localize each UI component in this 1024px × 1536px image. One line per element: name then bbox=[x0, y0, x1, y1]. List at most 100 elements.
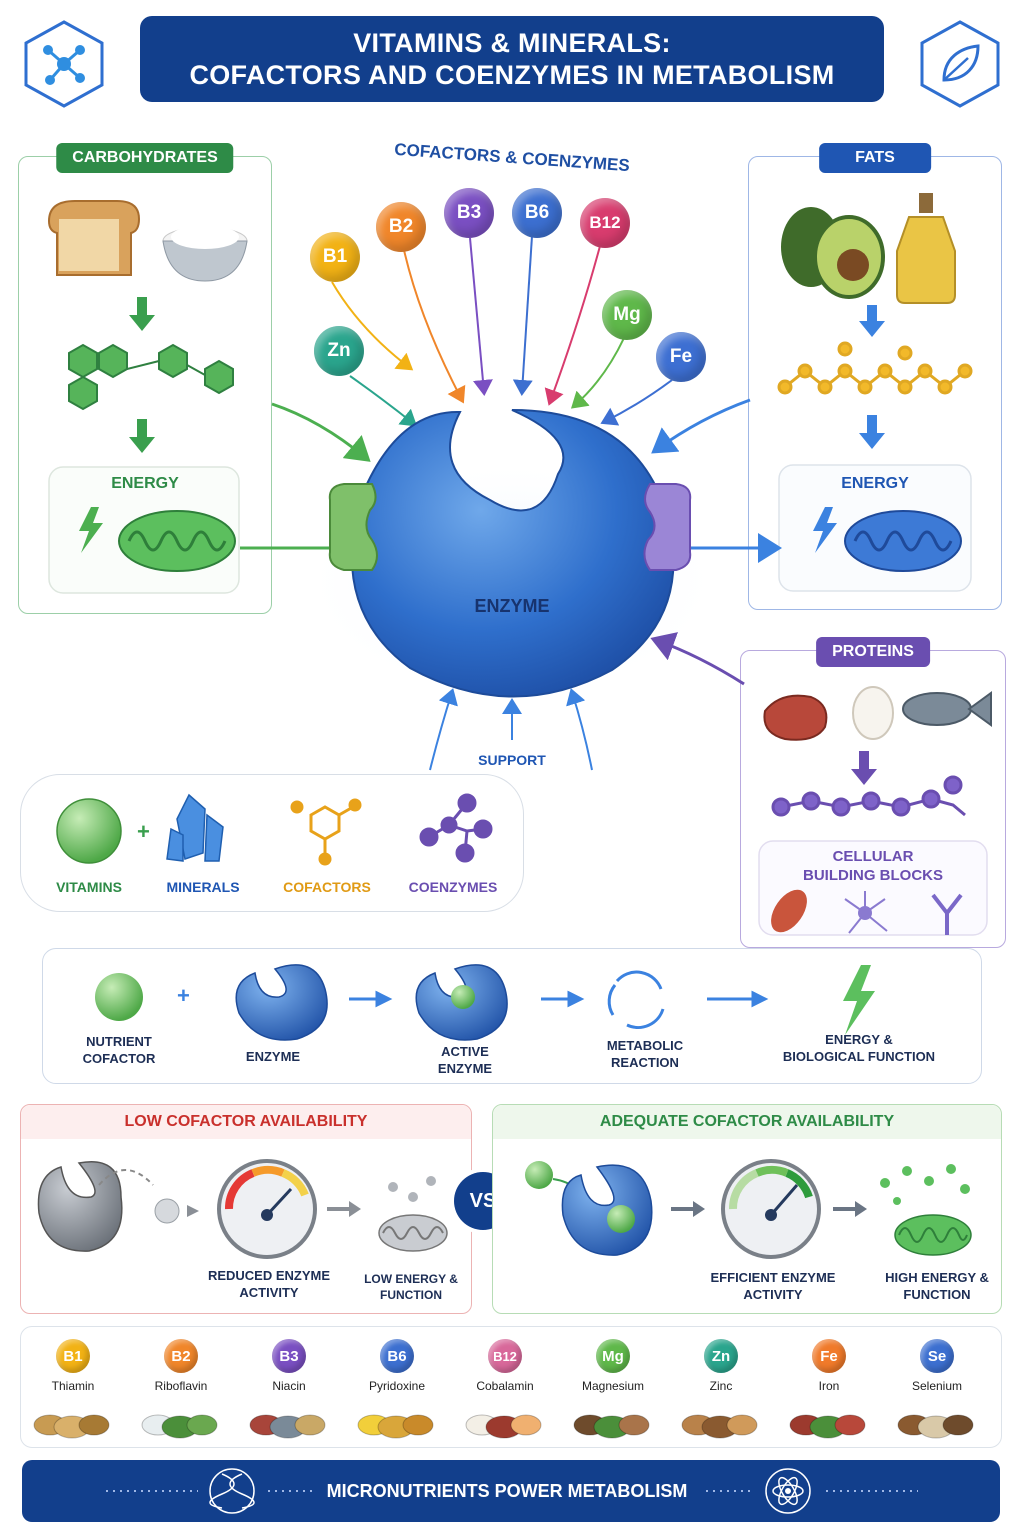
adequate-illustration bbox=[525, 1159, 972, 1259]
food-source-icon-pyridoxine bbox=[357, 1414, 434, 1439]
step5-line2: BIOLOGICAL FUNCTION bbox=[782, 1049, 936, 1064]
legend-minerals-label: MINERALS bbox=[166, 879, 240, 895]
flow-icons bbox=[95, 964, 875, 1041]
low-energy-line1: LOW ENERGY & bbox=[364, 1272, 458, 1286]
nutrient-badge-riboflavin: B2 bbox=[164, 1339, 198, 1373]
cellular-line-1: CELLULAR bbox=[832, 848, 914, 865]
nutrient-name-iron: Iron bbox=[818, 1379, 840, 1393]
footer-decor bbox=[106, 1468, 918, 1514]
low-energy-line2: FUNCTION bbox=[380, 1288, 442, 1302]
legend-cofactors-label: COFACTORS bbox=[283, 879, 371, 895]
legend-coenzymes-label: COENZYMES bbox=[408, 879, 498, 895]
low-gauge-icon bbox=[217, 1159, 317, 1259]
low-illustration bbox=[37, 1159, 448, 1259]
page-title: VITAMINS & MINERALS: COFACTORS AND COENZ… bbox=[140, 16, 884, 102]
protein-illustration bbox=[758, 686, 992, 936]
antibody-icon bbox=[931, 893, 963, 935]
nutrient-badge-magnesium: Mg bbox=[596, 1339, 630, 1373]
high-energy-line2: FUNCTION bbox=[903, 1287, 971, 1302]
nutrient-name-riboflavin: Riboflavin bbox=[154, 1379, 208, 1393]
carbohydrates-label: CARBOHYDRATES bbox=[56, 143, 234, 173]
flow-plus: + bbox=[177, 983, 190, 1008]
adequate-availability-title: ADEQUATE COFACTOR AVAILABILITY bbox=[599, 1113, 895, 1130]
reduced-line2: ACTIVITY bbox=[239, 1285, 299, 1300]
nutrient-name-pyridoxine: Pyridoxine bbox=[368, 1379, 426, 1393]
vitamin-sphere-icon bbox=[56, 798, 122, 864]
low-availability-title: LOW COFACTOR AVAILABILITY bbox=[124, 1113, 368, 1130]
magnesium-badge: Mg bbox=[602, 290, 652, 340]
legend-vitamins-label: VITAMINS bbox=[56, 879, 122, 895]
nutrient-name-niacin: Niacin bbox=[272, 1379, 306, 1393]
food-source-icon-thiamin bbox=[33, 1414, 110, 1439]
molecule-icon bbox=[24, 20, 104, 108]
vitamin-b2-badge: B2 bbox=[376, 202, 426, 252]
avocado-icon bbox=[781, 207, 885, 299]
carbohydrates-panel: CARBOHYDRATES EN bbox=[18, 143, 272, 614]
high-energy-label: HIGH ENERGY & FUNCTION bbox=[877, 1269, 997, 1303]
nutrient-name-thiamin: Thiamin bbox=[51, 1379, 95, 1393]
muscle-icon bbox=[771, 889, 807, 933]
iron-badge: Fe bbox=[656, 332, 706, 382]
low-mitochondria-icon bbox=[378, 1176, 448, 1252]
low-availability-panel: LOW COFACTOR AVAILABILITY REDUCED ENZYME… bbox=[20, 1104, 472, 1314]
enzyme-small-icon bbox=[235, 964, 328, 1041]
nutrient-name-cobalamin: Cobalamin bbox=[476, 1379, 534, 1393]
step1-line1: NUTRIENT bbox=[86, 1034, 152, 1049]
vitamin-b6-badge: B6 bbox=[512, 188, 562, 238]
neuron-icon bbox=[844, 891, 888, 934]
proteins-label: PROTEINS bbox=[816, 637, 930, 667]
bread-icon bbox=[47, 200, 141, 276]
nutrient-legend: + VITAMINS MINERALS COFACTORS COENZYMES bbox=[20, 774, 524, 912]
support-label: SUPPORT bbox=[478, 752, 546, 768]
inactive-enzyme-icon bbox=[37, 1161, 123, 1252]
active-enzyme-icon bbox=[561, 1164, 653, 1256]
enzyme-icon bbox=[328, 409, 692, 698]
nutrient-badge-zinc: Zn bbox=[704, 1339, 738, 1373]
title-line-2: COFACTORS AND COENZYMES IN METABOLISM bbox=[189, 60, 835, 90]
egg-icon bbox=[852, 686, 894, 740]
steak-icon bbox=[763, 694, 828, 741]
nutrient-badge-cobalamin: B12 bbox=[488, 1339, 522, 1373]
reduced-line1: REDUCED ENZYME bbox=[207, 1268, 331, 1283]
enzyme-label: ENZYME bbox=[474, 596, 550, 616]
metabolic-reaction-label: METABOLIC REACTION bbox=[587, 1037, 703, 1071]
nutrient-badge-niacin: B3 bbox=[272, 1339, 306, 1373]
vitamin-b12-badge: B12 bbox=[580, 198, 630, 248]
footer-banner: MICRONUTRIENTS POWER METABOLISM bbox=[22, 1460, 1000, 1522]
food-source-icon-magnesium bbox=[573, 1414, 650, 1439]
title-line-1: VITAMINS & MINERALS: bbox=[353, 28, 671, 58]
step5-line1: ENERGY & bbox=[825, 1032, 893, 1047]
dna-icon bbox=[209, 1468, 255, 1514]
fat-illustration bbox=[777, 193, 973, 592]
step4-line2: REACTION bbox=[611, 1055, 679, 1070]
step3-line2: ENZYME bbox=[437, 1061, 493, 1076]
carbohydrate-illustration bbox=[47, 200, 248, 594]
mitochondria-icon bbox=[118, 510, 236, 572]
cellular-building-blocks-label: CELLULAR BUILDING BLOCKS bbox=[741, 847, 1005, 885]
high-energy-line1: HIGH ENERGY & bbox=[885, 1270, 989, 1285]
high-gauge-icon bbox=[721, 1159, 821, 1259]
flow-arrows bbox=[349, 990, 769, 1008]
efficient-line2: ACTIVITY bbox=[743, 1287, 803, 1302]
efficient-activity-label: EFFICIENT ENZYME ACTIVITY bbox=[693, 1269, 853, 1303]
rice-bowl-icon bbox=[162, 225, 248, 282]
legend-icons bbox=[56, 793, 493, 866]
nutrient-sphere-icon bbox=[95, 973, 143, 1021]
step4-line1: METABOLIC bbox=[606, 1038, 684, 1053]
carbohydrates-energy-label: ENERGY bbox=[111, 475, 179, 492]
vitamin-b1-badge: B1 bbox=[310, 232, 360, 282]
down-arrow-icon bbox=[859, 305, 885, 337]
fats-panel: FATS ENERGY bbox=[748, 143, 1002, 610]
amino-acid-chain-icon bbox=[771, 775, 966, 817]
mineral-crystal-icon bbox=[166, 793, 224, 862]
nutrient-badge-iron: Fe bbox=[812, 1339, 846, 1373]
fish-icon bbox=[902, 691, 992, 727]
low-energy-label: LOW ENERGY & FUNCTION bbox=[355, 1271, 467, 1303]
efficient-line1: EFFICIENT ENZYME bbox=[710, 1270, 836, 1285]
nutrient-badge-pyridoxine: B6 bbox=[380, 1339, 414, 1373]
oil-bottle-icon bbox=[896, 193, 956, 304]
footer-text: MICRONUTRIENTS POWER METABOLISM bbox=[326, 1481, 688, 1501]
food-source-icon-riboflavin bbox=[141, 1414, 218, 1439]
